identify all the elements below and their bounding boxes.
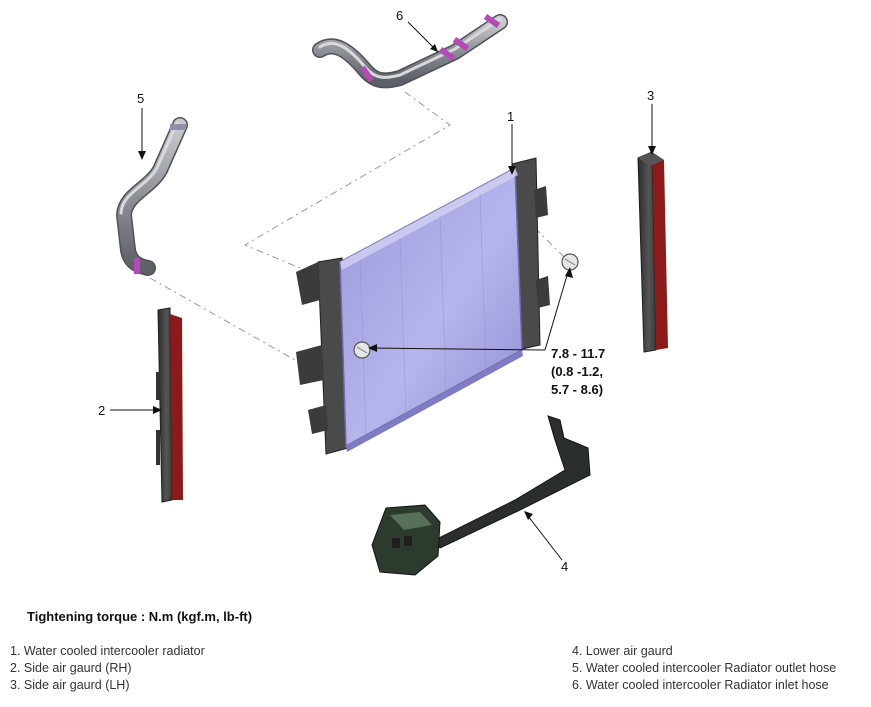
intercooler-radiator: [296, 157, 550, 455]
arrow-heads: [138, 44, 656, 520]
callout-2: 2: [98, 403, 105, 418]
torque-lbft: 5.7 - 8.6): [551, 382, 603, 397]
exploded-diagram: 6 5 1 3 2 4 7.8 - 11.7 (0.8 -1.2, 5.7 - …: [98, 8, 668, 576]
hose-clamp: [452, 36, 470, 52]
inlet-hose: [312, 13, 508, 89]
legend-item: 3. Side air gaurd (LH): [10, 678, 130, 692]
hose-clamp: [170, 124, 186, 130]
callout-1: 1: [507, 109, 514, 124]
tightening-torque-title: Tightening torque : N.m (kgf.m, lb-ft): [27, 609, 253, 624]
legend-right: 4. Lower air gaurd 5. Water cooled inter…: [572, 643, 836, 694]
callout-5: 5: [137, 91, 144, 106]
outlet-hose: [115, 117, 188, 276]
callout-6: 6: [396, 8, 403, 23]
legend-item: 4. Lower air gaurd: [572, 644, 673, 658]
lower-air-guard: [371, 415, 591, 576]
leader-lines: [110, 21, 653, 561]
legend-item: 5. Water cooled intercooler Radiator out…: [572, 661, 837, 675]
mounting-bolt: [353, 341, 371, 359]
hose-clamp: [359, 65, 375, 83]
legend-item: 6. Water cooled intercooler Radiator inl…: [572, 678, 829, 692]
legend-item: 2. Side air gaurd (RH): [10, 661, 132, 675]
hose-clamp: [438, 46, 456, 62]
callout-3: 3: [647, 88, 654, 103]
side-air-guard-lh: [637, 151, 668, 353]
legend-item: 1. Water cooled intercooler radiator: [10, 644, 205, 658]
torque-value: 7.8 - 11.7: [551, 346, 605, 361]
callout-4: 4: [561, 559, 568, 574]
side-air-guard-rh: [156, 307, 183, 503]
torque-kgfm: (0.8 -1.2,: [551, 364, 603, 379]
hose-clamp: [483, 13, 501, 29]
hose-clamp: [134, 258, 140, 274]
legend-left: 1. Water cooled intercooler radiator 2. …: [10, 643, 205, 694]
